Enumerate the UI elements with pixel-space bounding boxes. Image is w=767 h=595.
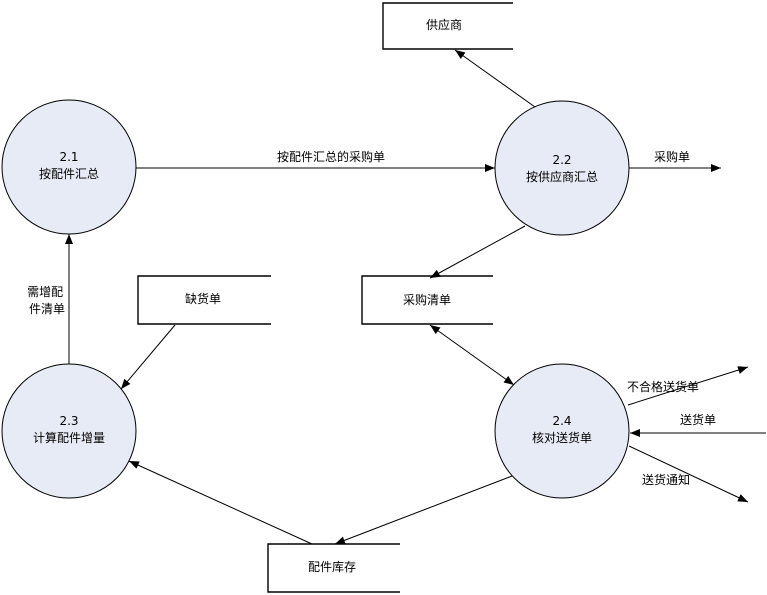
- store-supplier: 供应商: [382, 2, 513, 50]
- process-2-4: 2.4 核对送货单: [494, 363, 630, 499]
- flow-arrow-rejected: [627, 366, 749, 406]
- store-inventory: 配件库存: [267, 543, 400, 593]
- flow-label-po: 采购单: [654, 149, 690, 164]
- flow-arrow-inventory-to-increment: [128, 460, 313, 545]
- process-id: 2.2: [552, 153, 571, 167]
- flow-arrow-check-to-inventory: [334, 475, 513, 545]
- flow-arrow-delivery-notice: [628, 445, 749, 503]
- store-label: 供应商: [426, 17, 462, 32]
- process-name: 按配件汇总: [39, 167, 99, 181]
- store-label: 采购清单: [403, 292, 451, 307]
- process-2-3: 2.3 计算配件增量: [1, 363, 137, 499]
- store-outline: [137, 275, 271, 325]
- flow-label-delivery: 送货单: [680, 412, 716, 427]
- process-2-2: 2.2 按供应商汇总: [494, 100, 630, 236]
- flow-arrow-to-purchase-list: [429, 225, 526, 279]
- flow-label-summary-po: 按配件汇总的采购单: [277, 149, 385, 164]
- process-circle: [494, 100, 630, 236]
- process-id: 2.3: [59, 414, 78, 428]
- store-purchase-list: 采购清单: [361, 275, 493, 325]
- flow-arrow-purchase-list-check: [429, 324, 515, 386]
- process-name: 计算配件增量: [33, 430, 105, 445]
- flow-label-delivery-notice: 送货通知: [642, 472, 690, 487]
- store-label: 缺货单: [185, 291, 221, 306]
- process-name: 核对送货单: [532, 430, 592, 445]
- flow-label-rejected: 不合格送货单: [627, 379, 699, 394]
- store-outline: [267, 543, 400, 593]
- store-label: 配件库存: [308, 559, 356, 574]
- store-shortage: 缺货单: [137, 275, 271, 325]
- flow-label-line: 需增配: [27, 285, 63, 299]
- process-id: 2.1: [59, 150, 78, 164]
- flow-arrow-shortage-to-increment: [120, 324, 176, 390]
- process-circle: [494, 363, 630, 499]
- process-id: 2.4: [552, 414, 571, 428]
- store-outline: [382, 2, 513, 50]
- process-2-1: 2.1 按配件汇总: [1, 99, 137, 235]
- flow-arrow-to-supplier: [454, 49, 536, 108]
- process-circle: [1, 363, 137, 499]
- flow-label-line: 件清单: [29, 302, 65, 316]
- process-name: 按供应商汇总: [526, 169, 598, 184]
- process-circle: [1, 99, 137, 235]
- flow-label-needed-parts: 需增配 件清单: [27, 285, 67, 316]
- store-outline: [361, 275, 493, 325]
